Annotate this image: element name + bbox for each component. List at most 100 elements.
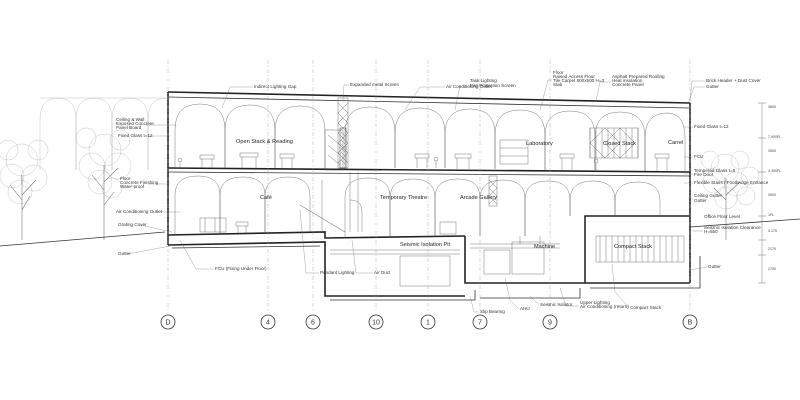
svg-text:H=550: H=550	[704, 229, 718, 234]
svg-text:Gutter: Gutter	[706, 84, 719, 89]
stair-core	[299, 127, 363, 233]
svg-text:Concrete Finishing: Concrete Finishing	[120, 180, 159, 185]
grid-bubble-1: 1	[420, 314, 436, 330]
svg-text:FCU: FCU	[694, 154, 703, 159]
grid-bubble-6: 6	[305, 314, 321, 330]
grid-bubble-7: 7	[472, 314, 488, 330]
svg-text:9: 9	[548, 320, 552, 327]
room-machine: Machine	[534, 244, 555, 250]
svg-text:7,900FL: 7,900FL	[768, 135, 781, 139]
svg-text:Tile Carpet 500x500 H=3: Tile Carpet 500x500 H=3	[553, 78, 604, 83]
svg-text:AHU: AHU	[520, 306, 530, 311]
svg-text:Water-proof: Water-proof	[120, 184, 145, 189]
svg-text:Slab: Slab	[553, 82, 563, 87]
svg-text:B: B	[688, 320, 693, 327]
svg-text:Ceiling Gutter: Ceiling Gutter	[694, 193, 723, 198]
svg-text:Concrete Panel: Concrete Panel	[612, 82, 644, 87]
svg-text:Asphalt Prepared Roofing: Asphalt Prepared Roofing	[612, 74, 665, 79]
compact-stack-shelves	[595, 235, 685, 263]
svg-text:Air Duct: Air Duct	[374, 270, 391, 275]
room-laboratory: Laboratory	[526, 141, 553, 147]
svg-text:Air Conditioning (return): Air Conditioning (return)	[580, 304, 629, 309]
svg-text:Ceiling & Wall: Ceiling & Wall	[116, 117, 144, 122]
ground-line	[0, 218, 800, 247]
room-open-stack: Open Stack & Reading	[236, 139, 293, 145]
svg-text:Gutter: Gutter	[118, 251, 131, 256]
svg-text:Pendant Lighting: Pendant Lighting	[320, 270, 355, 275]
svg-text:Tempered Glass t=6: Tempered Glass t=6	[694, 168, 736, 173]
grid-bubbles: D 4 6 10 1 7 9 B	[160, 314, 698, 330]
furniture	[177, 139, 670, 235]
svg-text:Floor: Floor	[120, 176, 131, 181]
svg-text:Upper Lighting: Upper Lighting	[580, 300, 610, 305]
grid-bubble-9: 9	[542, 314, 558, 330]
svg-text:4,175: 4,175	[768, 229, 777, 233]
svg-text:Seismic Isolation Clearance: Seismic Isolation Clearance	[704, 225, 761, 230]
tree-left-2	[75, 127, 132, 240]
svg-text:Task Lighting: Task Lighting	[470, 78, 497, 83]
svg-text:FCU (Fixing Under Floor): FCU (Fixing Under Floor)	[215, 266, 267, 271]
tree-left	[0, 139, 49, 240]
left-callouts: Ceiling & Wall Exposed Concrete Panel Bo…	[116, 117, 180, 256]
machine-equipment	[330, 236, 560, 287]
grid-bubble-10: 10	[368, 314, 384, 330]
room-compact-stack: Compact Stack	[614, 244, 652, 250]
svg-text:2700: 2700	[768, 267, 776, 271]
svg-text:6: 6	[311, 320, 315, 327]
svg-text:1FL: 1FL	[768, 213, 774, 217]
svg-text:4: 4	[266, 320, 270, 327]
svg-text:3800: 3800	[768, 105, 776, 109]
svg-text:Expanded metal Screen: Expanded metal Screen	[350, 82, 399, 87]
tree-right	[700, 150, 760, 240]
svg-text:Panel Board: Panel Board	[116, 125, 142, 130]
svg-text:Seismic Isolator: Seismic Isolator	[540, 302, 573, 307]
svg-text:Heat insulation: Heat insulation	[612, 78, 643, 83]
svg-text:Floor: Floor	[553, 70, 564, 75]
room-arcade-gallery: Arcade Gallery	[460, 195, 497, 201]
closed-stack-shelves	[589, 127, 639, 159]
bottom-callouts: FCU (Fixing Under Floor) Pendant Lightin…	[179, 209, 662, 314]
top-callouts: Indirect Lighting Gap Expanded metal Scr…	[221, 70, 761, 111]
svg-text:Raised Access Floor: Raised Access Floor	[553, 74, 595, 79]
right-callouts: Fixed Glass t=12 FCU Tempered Glass t=6 …	[684, 124, 769, 271]
svg-text:Brick Header + Dust Cover: Brick Header + Dust Cover	[706, 78, 761, 83]
svg-text:Gutter: Gutter	[694, 198, 707, 203]
svg-text:Fixed Glass t=12: Fixed Glass t=12	[118, 133, 153, 138]
svg-text:2170: 2170	[768, 247, 776, 251]
svg-text:10: 10	[372, 320, 380, 327]
ghost-arches-left	[39, 97, 170, 170]
svg-text:3900: 3900	[768, 149, 776, 153]
svg-text:7: 7	[478, 320, 482, 327]
svg-text:Office Floor Level: Office Floor Level	[704, 214, 740, 219]
svg-text:Air Conditioning Outlet: Air Conditioning Outlet	[446, 84, 493, 89]
svg-text:Flexible Stairs / Footbridge E: Flexible Stairs / Footbridge Entrance	[694, 180, 769, 185]
svg-text:Indirect Lighting Gap: Indirect Lighting Gap	[254, 84, 297, 89]
svg-text:Fire Protection Screen: Fire Protection Screen	[470, 83, 516, 88]
svg-text:1: 1	[426, 320, 430, 327]
dimension-column: 3800 7,900FL 3900 4,300FL 3000 1FL 4,175…	[758, 102, 781, 284]
grid-bubble-d: D	[160, 314, 176, 330]
svg-text:D: D	[165, 320, 170, 327]
room-carrel: Carrel	[668, 140, 683, 146]
svg-text:Air Conditioning Outlet: Air Conditioning Outlet	[116, 209, 163, 214]
svg-text:Fire Door: Fire Door	[694, 172, 714, 177]
svg-text:Gutter: Gutter	[708, 264, 721, 269]
svg-text:Grating Cover: Grating Cover	[118, 222, 147, 227]
svg-text:Exposed Concrete: Exposed Concrete	[116, 121, 154, 126]
room-seismic-pit: Seismic Isolation Pit	[400, 242, 450, 248]
room-closed-stack: Closed Stack	[603, 141, 636, 147]
svg-text:Compact Stack: Compact Stack	[630, 305, 662, 310]
svg-text:Slip Bearing: Slip Bearing	[480, 309, 505, 314]
svg-text:4,300FL: 4,300FL	[768, 169, 781, 173]
svg-text:3000: 3000	[768, 193, 776, 197]
grid-bubble-b: B	[682, 314, 698, 330]
upper-vaults	[174, 103, 686, 172]
ground-vaults	[174, 175, 661, 238]
room-cafe: Café	[260, 195, 272, 201]
room-labels: Open Stack & Reading Laboratory Closed S…	[236, 139, 683, 250]
room-temporary-theatre: Temporary Theatre	[380, 195, 427, 201]
screen-hatch	[337, 97, 498, 207]
svg-text:Fixed Glass t=12: Fixed Glass t=12	[694, 124, 729, 129]
grid-bubble-4: 4	[260, 314, 276, 330]
